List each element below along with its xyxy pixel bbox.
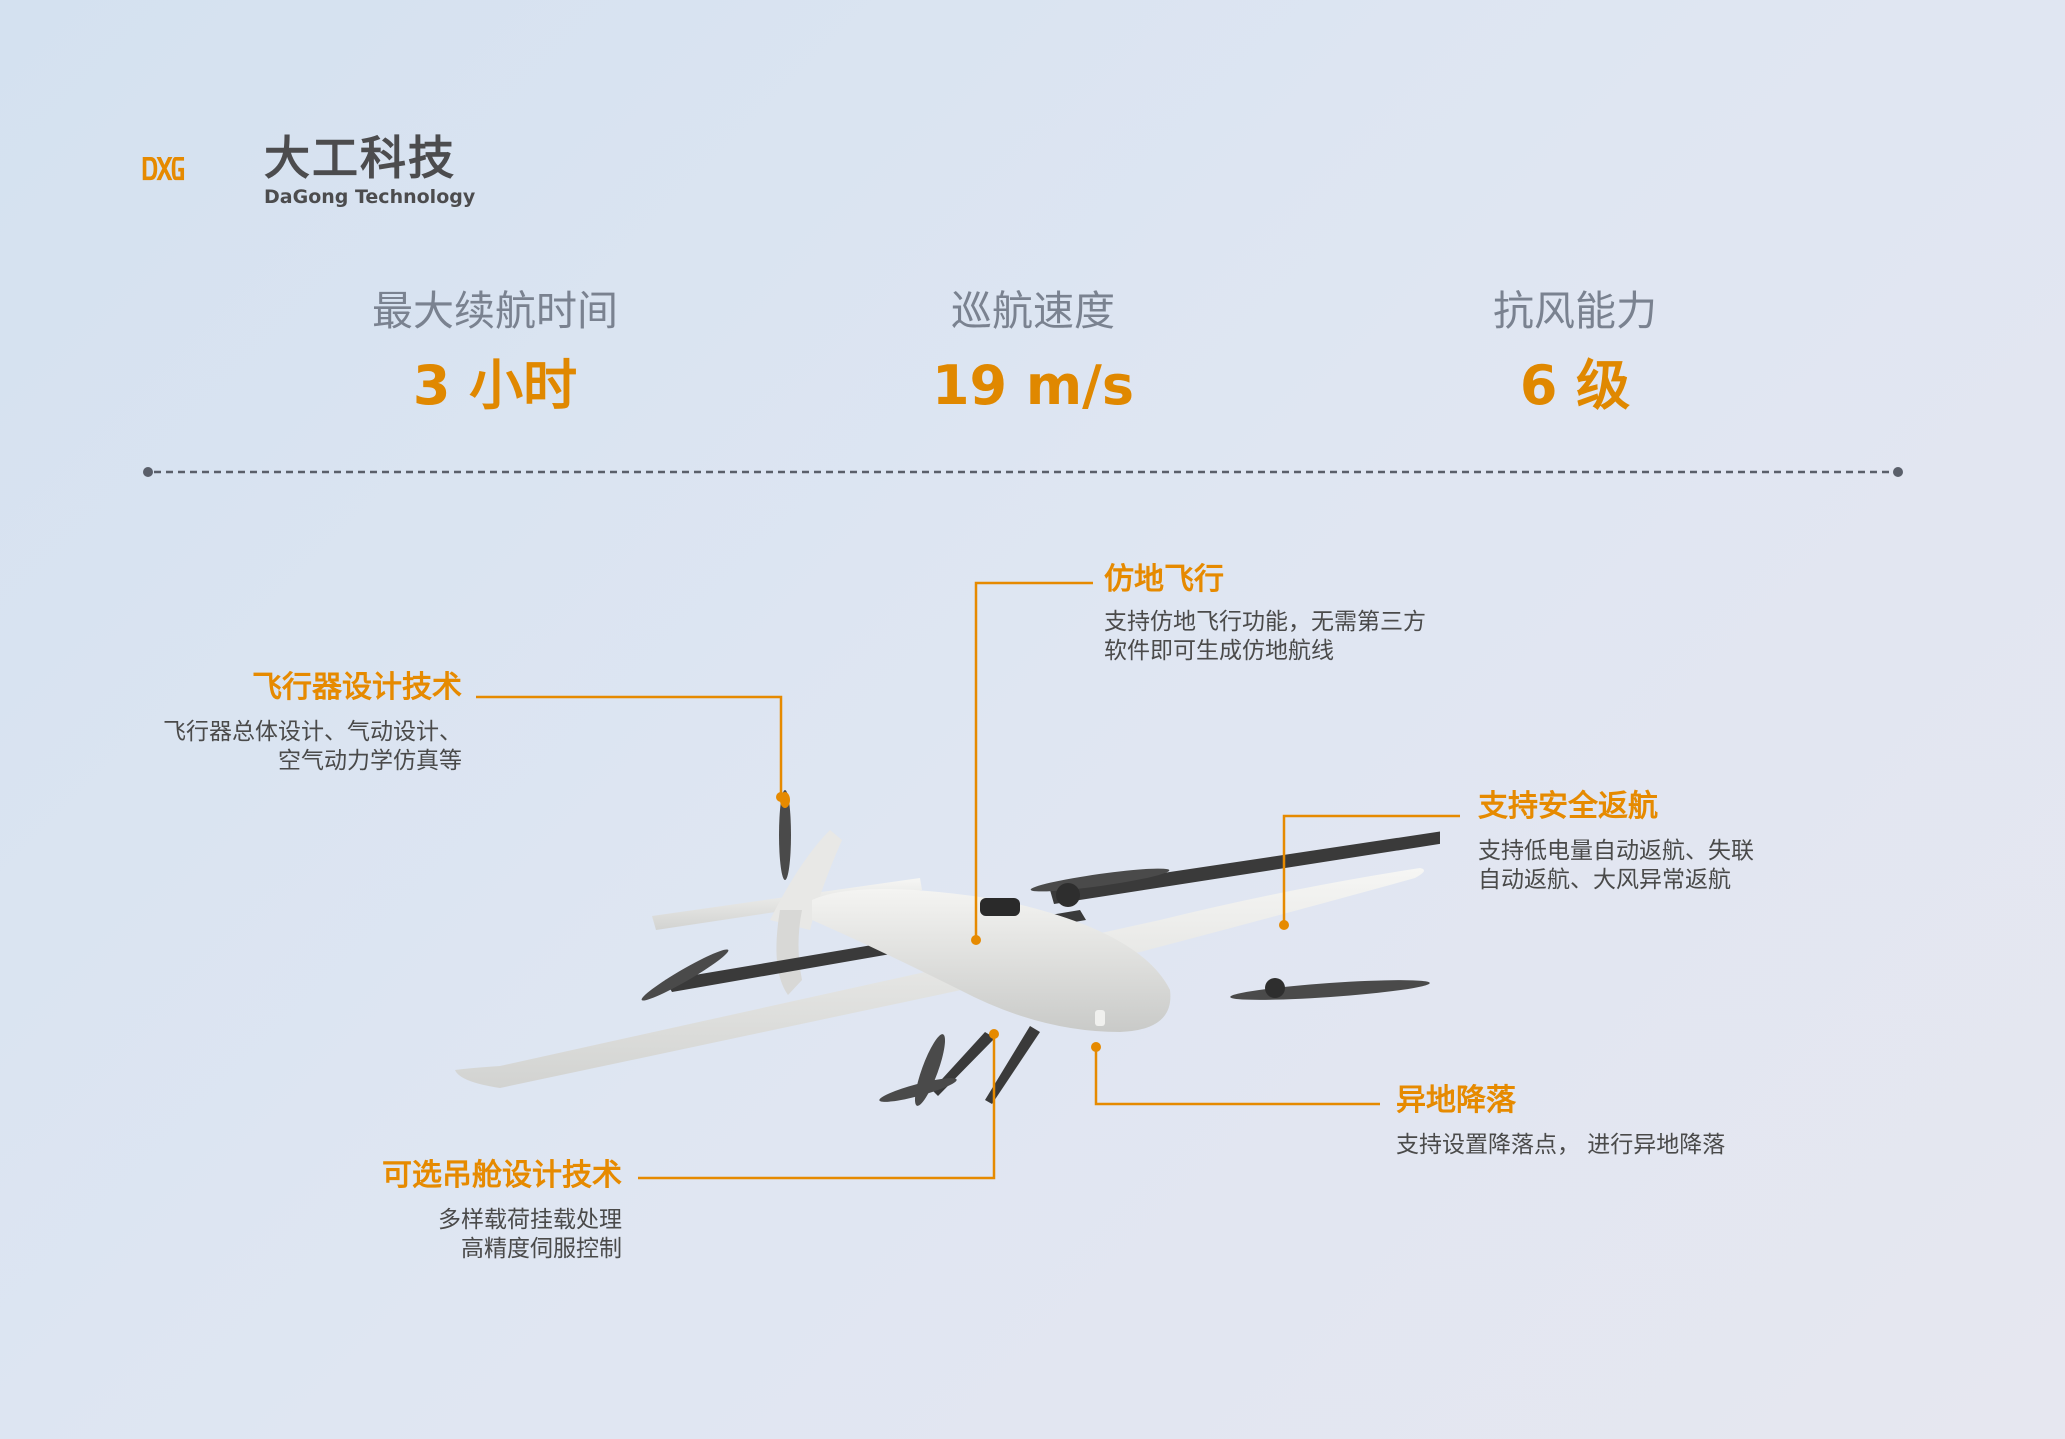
feature-title: 支持安全返航 <box>1478 789 1658 824</box>
feature-desc-line: 软件即可生成仿地航线 <box>1104 638 1334 664</box>
feature-desc-line: 自动返航、大风异常返航 <box>1478 867 1731 893</box>
feature-safe-return: 支持安全返航 支持低电量自动返航、失联 自动返航、大风异常返航 <box>1478 789 1754 895</box>
feature-desc-line: 支持设置降落点， 进行异地降落 <box>1396 1132 1726 1158</box>
stat-value: 6 级 <box>1519 354 1631 417</box>
vtol-drone-image <box>455 790 1440 1106</box>
stat-label: 最大续航时间 <box>372 287 618 335</box>
brand-name-cn: 大工科技 <box>264 131 456 185</box>
feature-desc-line: 支持仿地飞行功能，无需第三方 <box>1104 609 1426 635</box>
brand-name-en: DaGong Technology <box>264 186 476 208</box>
feature-title: 仿地飞行 <box>1104 562 1224 597</box>
feature-desc-line: 空气动力学仿真等 <box>278 748 462 774</box>
stat-value: 19 m/s <box>931 354 1135 417</box>
feature-remote-landing: 异地降落 支持设置降落点， 进行异地降落 <box>1396 1083 1725 1160</box>
stat-label: 抗风能力 <box>1493 287 1657 335</box>
feature-terrain-following: 仿地飞行 支持仿地飞行功能，无需第三方 软件即可生成仿地航线 <box>1104 562 1426 666</box>
feature-desc-line: 支持低电量自动返航、失联 <box>1478 838 1754 864</box>
brand-logo <box>142 156 185 181</box>
dashed-divider <box>143 467 1903 477</box>
feature-title: 可选吊舱设计技术 <box>382 1158 622 1193</box>
stat-label: 巡航速度 <box>951 287 1115 335</box>
feature-desc-line: 高精度伺服控制 <box>461 1236 622 1262</box>
stat-cruise-speed: 巡航速度 19 m/s <box>783 286 1283 418</box>
feature-title: 飞行器设计技术 <box>252 670 462 705</box>
feature-gimbal-pod: 可选吊舱设计技术 多样载荷挂载处理 高精度伺服控制 <box>382 1158 622 1264</box>
feature-desc-line: 多样载荷挂载处理 <box>438 1207 622 1233</box>
stat-value: 3 小时 <box>412 354 578 417</box>
feature-desc-line: 飞行器总体设计、气动设计、 <box>163 719 462 745</box>
stat-wind-resistance: 抗风能力 6 级 <box>1325 286 1825 418</box>
feature-title: 异地降落 <box>1396 1083 1516 1118</box>
stat-endurance: 最大续航时间 3 小时 <box>245 286 745 418</box>
feature-aircraft-design: 飞行器设计技术 飞行器总体设计、气动设计、 空气动力学仿真等 <box>163 670 462 776</box>
